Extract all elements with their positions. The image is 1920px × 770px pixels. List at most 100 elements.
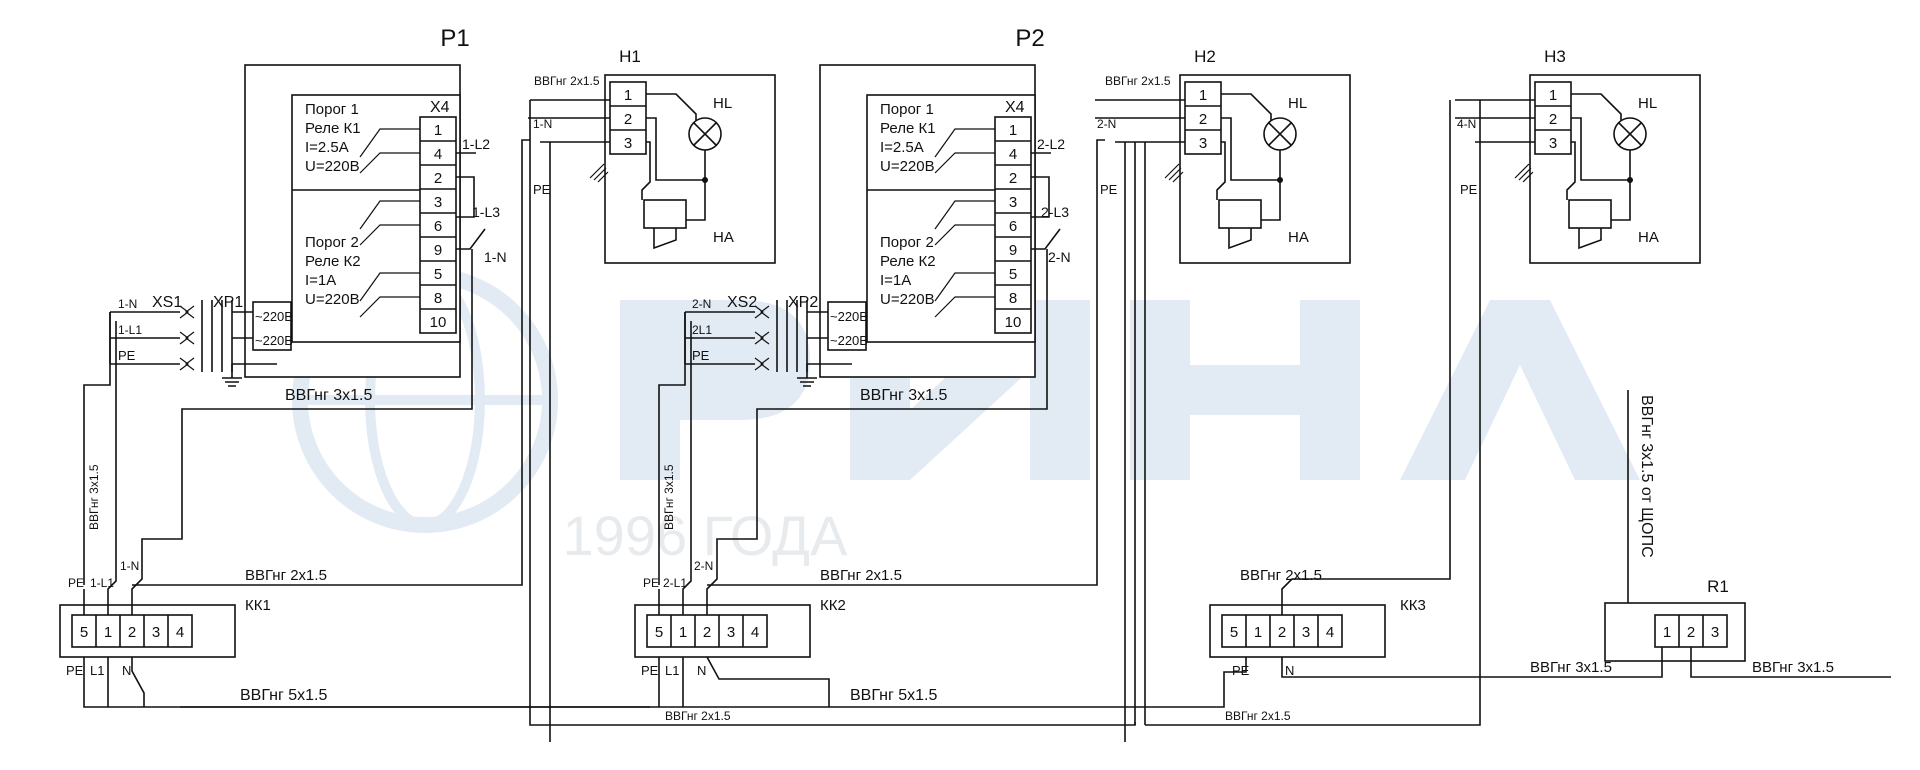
relay-p2-th2-title: Порог 2 bbox=[880, 234, 934, 251]
kk3-alarm-cable: ВВГнг 2х1.5 bbox=[1240, 567, 1322, 584]
alarm-h2-lamp: HL bbox=[1288, 95, 1307, 112]
relay-p2-terminal-strip: 1 4 2 3 6 9 5 8 10 bbox=[994, 116, 1032, 334]
relay-p1-socket-plug: XS1 XP1 1-N 1-L1 PE ~220В ~220В bbox=[109, 294, 293, 387]
relay-p2-term-9: 9 bbox=[1009, 242, 1017, 259]
r1-term-2: 2 bbox=[1687, 624, 1695, 641]
relay-p1-supply-2: ~220В bbox=[255, 333, 293, 348]
alarm-h2-title: H2 bbox=[1194, 47, 1216, 66]
alarm-h1-lamp: HL bbox=[713, 95, 732, 112]
relay-p2-sw-l1: 2L1 bbox=[692, 323, 712, 337]
kk1-top-n: 1-N bbox=[120, 559, 139, 573]
alarm-h3-term-1: 1 bbox=[1549, 87, 1557, 104]
relay-p1-term-2: 2 bbox=[434, 170, 442, 187]
kk1-bot-pe: PE bbox=[66, 663, 84, 678]
relay-p2-th2-current: I=1A bbox=[880, 272, 911, 289]
alarm-h3-sounder: HA bbox=[1638, 229, 1659, 246]
relay-p1-connector: X4 bbox=[430, 99, 450, 116]
relay-p1-th1-voltage: U=220В bbox=[305, 158, 360, 175]
kk3-bot-pe: PE bbox=[1232, 663, 1250, 678]
kk1-term-2: 2 bbox=[128, 624, 136, 641]
kk3-title: КК3 bbox=[1400, 597, 1426, 614]
kk3-term-2: 2 bbox=[1278, 624, 1286, 641]
alarm-h1-term-2: 2 bbox=[624, 111, 632, 128]
alarm-h3-term-3: 3 bbox=[1549, 135, 1557, 152]
relay-p1-th2-current: I=1A bbox=[305, 272, 336, 289]
relay-p2-term-1: 1 bbox=[1009, 122, 1017, 139]
r1-term-1: 1 bbox=[1663, 624, 1671, 641]
alarm-h3-lamp: HL bbox=[1638, 95, 1657, 112]
relay-p1-term-8: 8 bbox=[434, 290, 442, 307]
kk2-top-n: 2-N bbox=[694, 559, 713, 573]
kk2-term-2: 2 bbox=[703, 624, 711, 641]
relay-p1-th2-relay: Реле К2 bbox=[305, 253, 361, 270]
relay-p2-term-10: 10 bbox=[1005, 314, 1022, 331]
relay-p2-supply-1: ~220В bbox=[830, 309, 868, 324]
kk1-term-1: 1 bbox=[104, 624, 112, 641]
relay-p2-sw-n: 2-N bbox=[692, 297, 711, 311]
alarm-h1-cable: ВВГнг 2х1.5 bbox=[534, 74, 600, 88]
relay-p1-sw-pe: PE bbox=[118, 348, 136, 363]
kk2-bot-pe: PE bbox=[641, 663, 659, 678]
relay-p2-socket-label: XS2 bbox=[727, 294, 757, 311]
relay-p1-th2-voltage: U=220В bbox=[305, 291, 360, 308]
relay-p2-socket-plug: XS2 XP2 2-N 2L1 PE ~220В ~220В bbox=[684, 294, 868, 387]
relay-p1-supply-1: ~220В bbox=[255, 309, 293, 324]
kk2-term-4: 4 bbox=[751, 624, 759, 641]
kk3-term-5: 5 bbox=[1230, 624, 1238, 641]
relay-p1-term-5: 5 bbox=[434, 266, 442, 283]
alarm-h1-wire-pe: PE bbox=[533, 182, 551, 197]
alarm-h2-term-1: 1 bbox=[1199, 87, 1207, 104]
relay-p2-plug-label: XP2 bbox=[788, 294, 818, 311]
cable-loop-2: ВВГнг 2х1.5 bbox=[1225, 709, 1291, 723]
r1-term-3: 3 bbox=[1711, 624, 1719, 641]
alarm-h2: H2 1 2 3 HL HA ВВГнг 2х1.5 2-N PE bbox=[1095, 47, 1351, 742]
kk2-term-5: 5 bbox=[655, 624, 663, 641]
alarm-h2-sounder: HA bbox=[1288, 229, 1309, 246]
junction-box-kk1: 5 1 2 3 4 КК1 PE 1-L1 1-N PE L1 N ВВГнг … bbox=[59, 464, 327, 678]
kk3-bot-n: N bbox=[1285, 663, 1294, 678]
relay-p1-th2-title: Порог 2 bbox=[305, 234, 359, 251]
kk1-title: КК1 bbox=[245, 597, 271, 614]
alarm-h2-cable: ВВГнг 2х1.5 bbox=[1105, 74, 1171, 88]
kk1-term-3: 3 bbox=[152, 624, 160, 641]
relay-p2-th1-current: I=2.5A bbox=[880, 139, 924, 156]
junction-box-kk3: 5 1 2 3 4 КК3 PE N ВВГнг 2х1.5 bbox=[1209, 567, 1426, 678]
relay-p1-cable: ВВГнг 3х1.5 bbox=[285, 387, 372, 404]
kk3-term-3: 3 bbox=[1302, 624, 1310, 641]
relay-p2-term-3: 3 bbox=[1009, 194, 1017, 211]
relay-p2-sw-pe: PE bbox=[692, 348, 710, 363]
kk2-bot-n: N bbox=[697, 663, 706, 678]
alarm-h2-wire-n: 2-N bbox=[1097, 117, 1116, 131]
relay-p2-title: P2 bbox=[1015, 25, 1044, 52]
kk2-term-3: 3 bbox=[727, 624, 735, 641]
relay-p2-th2-voltage: U=220В bbox=[880, 291, 935, 308]
kk2-term-1: 1 bbox=[679, 624, 687, 641]
alarm-h3: H3 1 2 3 HL HA 4-N PE bbox=[1455, 47, 1701, 264]
alarm-h1-wire-n: 1-N bbox=[533, 117, 552, 131]
cable-trunk-1: ВВГнг 5х1.5 bbox=[240, 687, 327, 704]
relay-p1-term-10: 10 bbox=[430, 314, 447, 331]
relay-p2-term-8: 8 bbox=[1009, 290, 1017, 307]
relay-p1-term-4: 4 bbox=[434, 146, 442, 163]
relay-p1-wire-n: 1-N bbox=[484, 249, 507, 265]
kk1-riser-cable: ВВГнг 3х1.5 bbox=[87, 464, 101, 530]
relay-p2-th1-voltage: U=220В bbox=[880, 158, 935, 175]
kk2-top-pe: PE bbox=[643, 576, 659, 590]
relay-p1-terminal-strip: 1 4 2 3 6 9 5 8 10 bbox=[419, 116, 457, 334]
alarm-h2-term-2: 2 bbox=[1199, 111, 1207, 128]
relay-p1-th1-current: I=2.5A bbox=[305, 139, 349, 156]
kk1-term-4: 4 bbox=[176, 624, 184, 641]
cable-trunk-2: ВВГнг 5х1.5 bbox=[850, 687, 937, 704]
relay-p2: P2 X4 Порог 1 Реле К1 I=2.5A U=220В Поро… bbox=[684, 25, 1071, 404]
relay-p1-wire-l3: 1-L3 bbox=[472, 204, 500, 220]
kk2-top-l1: 2-L1 bbox=[663, 576, 687, 590]
relay-p2-th2-relay: Реле К2 bbox=[880, 253, 936, 270]
junction-box-kk2: 5 1 2 3 4 КК2 PE 2-L1 2-N PE L1 N ВВГнг … bbox=[634, 464, 902, 678]
alarm-h3-wire-n: 4-N bbox=[1457, 117, 1476, 131]
kk1-term-5: 5 bbox=[80, 624, 88, 641]
cable-r1-left: ВВГнг 3х1.5 bbox=[1530, 659, 1612, 676]
distribution-r1: R1 1 2 3 ВВГнг 3х1.5 от ЩОПС bbox=[1604, 390, 1746, 662]
r1-feed-cable: ВВГнг 3х1.5 от ЩОПС bbox=[1638, 395, 1655, 558]
relay-p2-term-2: 2 bbox=[1009, 170, 1017, 187]
relay-p2-connector: X4 bbox=[1005, 99, 1025, 116]
